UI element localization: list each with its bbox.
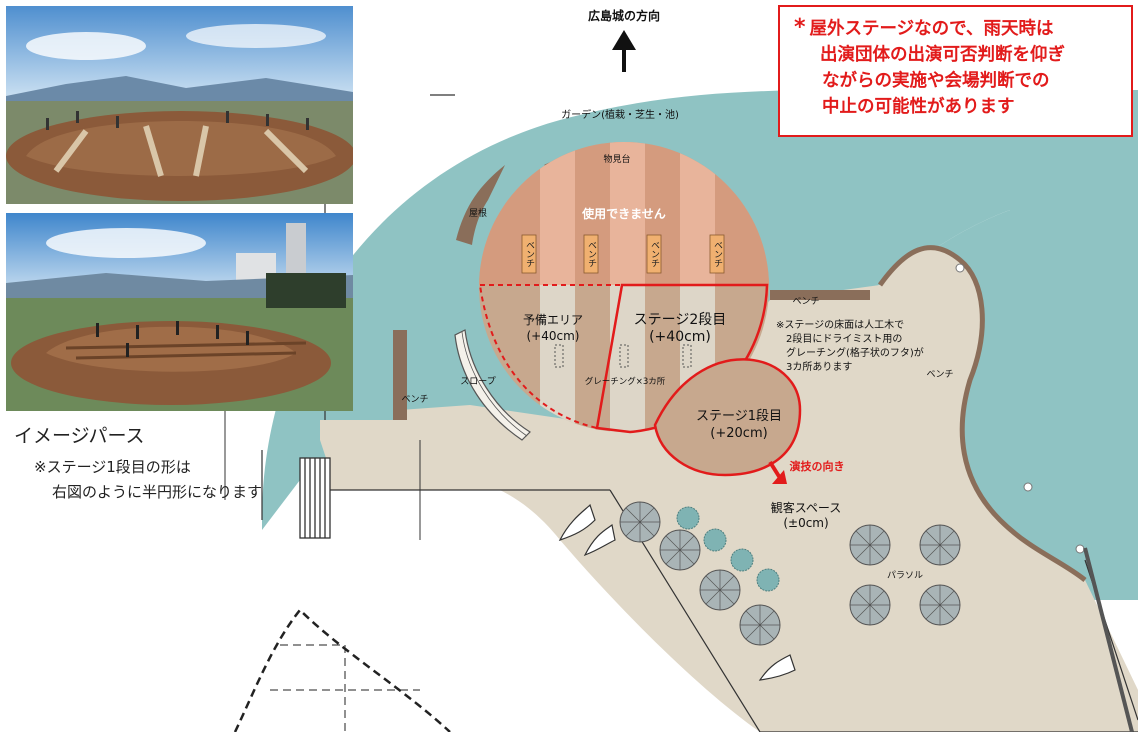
garden-label: ガーデン(植栽・芝生・池): [561, 108, 679, 121]
performance-direction-label: 演技の向き: [790, 459, 845, 473]
bench-label: ベンチ: [524, 241, 535, 268]
slope-ramp: [454, 329, 531, 441]
bench-label: ベンチ: [712, 241, 723, 268]
bench-stage-label: ベンチ: [792, 296, 819, 307]
perspective-image-2: [6, 213, 353, 411]
bench-label: ベンチ: [586, 241, 597, 268]
performance-arrow: [768, 460, 787, 484]
bench-left-label: ベンチ: [401, 394, 428, 405]
reserve-area-label: 予備エリア: [523, 312, 583, 327]
direction-arrow: [612, 30, 636, 72]
bench-left: [393, 330, 407, 420]
parasol-label: パラソル: [887, 570, 923, 581]
shrubs: [676, 506, 780, 592]
dashed-structure: [233, 608, 451, 732]
direction-label: 広島城の方向: [588, 8, 660, 23]
floor-note-line2: 2段目にドライミスト用の: [786, 332, 902, 345]
caption-title: イメージパース: [14, 425, 145, 447]
unavailable-label: 使用できません: [581, 206, 666, 221]
notice-asterisk: *: [794, 15, 806, 40]
deck-edge: [877, 245, 1087, 582]
notice-line4: 中止の可能性があります: [822, 97, 1015, 117]
stage-benches: [521, 234, 725, 274]
stage1-height-label: (+20cm): [710, 426, 767, 441]
notice-line3: ながらの実施や会場判断での: [822, 71, 1050, 91]
doors: [558, 503, 796, 681]
notice-line2: 出演団体の出演可否判断を仰ぎ: [820, 45, 1065, 65]
bench-label: ベンチ: [649, 241, 660, 268]
notice-line1: *屋外ステージなので、雨天時は: [794, 15, 1131, 42]
bench-right-of-stage: [770, 290, 870, 300]
caption-note-line2: 右図のように半円形になります: [52, 483, 263, 501]
caption-note-line1: ※ステージ1段目の形は: [34, 458, 191, 476]
weather-notice: *屋外ステージなので、雨天時は 出演団体の出演可否判断を仰ぎ ながらの実施や会場…: [778, 5, 1133, 137]
roof-structure: [456, 165, 505, 245]
stage1-label: ステージ1段目: [696, 409, 782, 424]
viewing-platform-label: 物見台: [603, 153, 630, 165]
grating-label: グレーチング×3カ所: [585, 376, 666, 387]
roof-label: 屋根: [469, 207, 487, 219]
stage2-label: ステージ2段目: [634, 312, 727, 328]
floor-note-line1: ※ステージの床面は人工木で: [776, 318, 904, 331]
floor-note-line4: 3カ所あります: [786, 361, 852, 373]
stage1-semicircle: [653, 358, 802, 477]
stage2-height-label: (+40cm): [649, 329, 711, 345]
bench-right-label: ベンチ: [926, 369, 953, 380]
audience-label: 観客スペース: [771, 500, 842, 515]
stairs: [299, 457, 331, 539]
reserve-height-label: (+40cm): [527, 329, 580, 343]
audience-height-label: (±0cm): [783, 516, 828, 530]
notice-text1: 屋外ステージなので、雨天時は: [809, 19, 1054, 39]
slope-label: スロープ: [460, 376, 495, 387]
floor-note-line3: グレーチング(格子状のフタ)が: [786, 346, 924, 359]
reserve-area-outline: [478, 284, 624, 430]
perspective-image-1: [6, 6, 353, 204]
garden-lobe: [880, 90, 1138, 600]
